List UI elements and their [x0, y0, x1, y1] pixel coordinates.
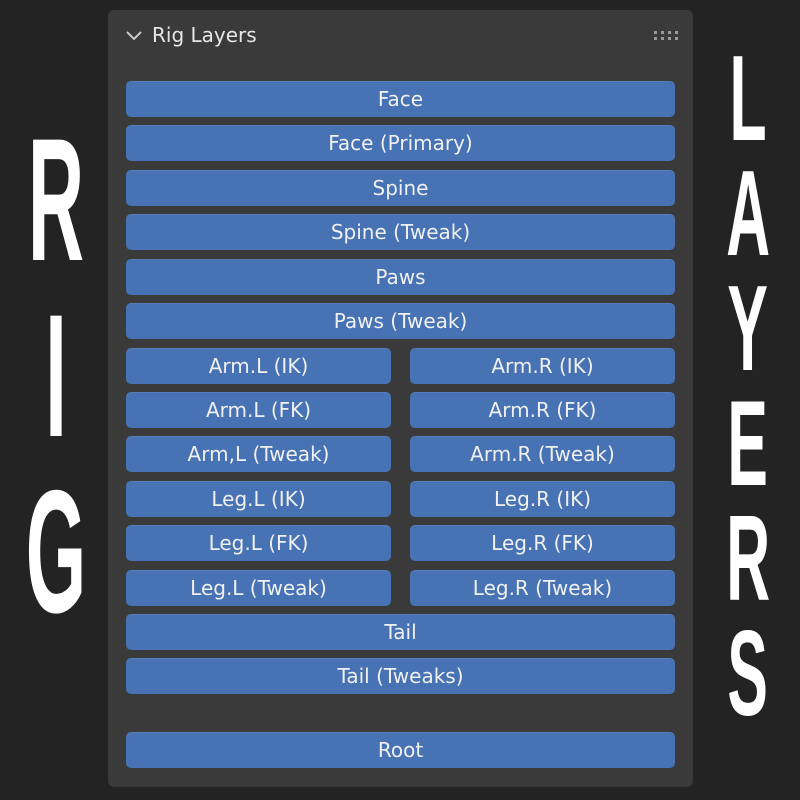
layer-button-arm-l-fk[interactable]: Arm.L (FK) [126, 392, 391, 428]
overlay-word-rig: R I G [14, 101, 98, 649]
layer-button-leg-l-fk[interactable]: Leg.L (FK) [126, 525, 391, 561]
layer-button-leg-l-tweak[interactable]: Leg.L (Tweak) [126, 570, 391, 606]
layer-button-leg-l-ik[interactable]: Leg.L (IK) [126, 481, 391, 517]
layer-button-arm-r-ik[interactable]: Arm.R (IK) [410, 348, 675, 384]
layer-button-root[interactable]: Root [126, 732, 675, 768]
overlay-letter: A [726, 146, 770, 282]
drag-grip-icon[interactable] [653, 30, 679, 42]
layer-button-arm-r-tweak[interactable]: Arm.R (Tweak) [410, 436, 675, 472]
overlay-letter: R [726, 491, 770, 627]
layer-button-paws[interactable]: Paws [126, 259, 675, 295]
overlay-letter: G [25, 453, 87, 650]
overlay-letter: Y [727, 261, 769, 397]
layer-button-leg-r-tweak[interactable]: Leg.R (Tweak) [410, 570, 675, 606]
panel-title: Rig Layers [152, 23, 257, 47]
layer-button-leg-r-ik[interactable]: Leg.R (IK) [410, 481, 675, 517]
overlay-letter: I [45, 277, 67, 474]
layer-button-tail[interactable]: Tail [126, 614, 675, 650]
chevron-down-icon[interactable] [124, 28, 144, 44]
layer-button-spine[interactable]: Spine [126, 170, 675, 206]
overlay-letter: S [727, 606, 769, 742]
layer-button-arm-r-fk[interactable]: Arm.R (FK) [410, 392, 675, 428]
rig-layers-panel: Rig Layers Face Face (Primary) Spine Spi… [108, 10, 693, 787]
overlay-word-layers: L A Y E R S [712, 32, 784, 742]
layer-button-arm-l-tweak[interactable]: Arm,L (Tweak) [126, 436, 391, 472]
overlay-letter: L [729, 31, 767, 167]
overlay-letter: R [27, 101, 85, 298]
layer-button-leg-r-fk[interactable]: Leg.R (FK) [410, 525, 675, 561]
layer-button-spine-tweak[interactable]: Spine (Tweak) [126, 214, 675, 250]
layer-button-tail-tweaks[interactable]: Tail (Tweaks) [126, 658, 675, 694]
panel-header[interactable]: Rig Layers [108, 10, 693, 64]
layer-button-face-primary[interactable]: Face (Primary) [126, 125, 675, 161]
layer-button-face[interactable]: Face [126, 81, 675, 117]
layer-button-paws-tweak[interactable]: Paws (Tweak) [126, 303, 675, 339]
layer-button-arm-l-ik[interactable]: Arm.L (IK) [126, 348, 391, 384]
overlay-letter: E [727, 376, 769, 512]
